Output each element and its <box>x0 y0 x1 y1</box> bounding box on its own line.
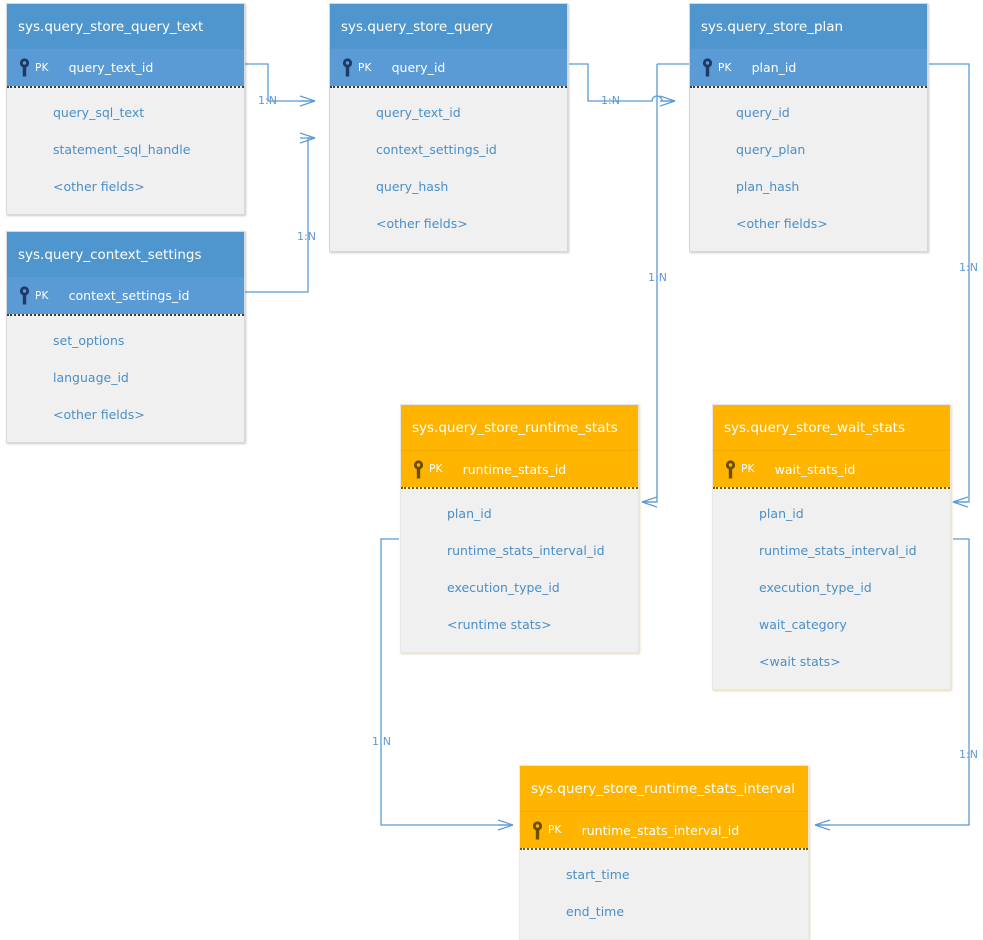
cardinality-label: 1:N <box>959 748 978 761</box>
pk-field-name: plan_id <box>751 60 797 75</box>
pk-label: PK <box>741 463 755 475</box>
field-row: set_options <box>53 333 125 348</box>
relationship-context-settings-to-query <box>245 138 315 293</box>
field-row: language_id <box>53 370 129 385</box>
entity-title: sys.query_context_settings <box>7 232 244 277</box>
field-row: query_sql_text <box>53 105 145 120</box>
entity-query-store-query-text[interactable]: sys.query_store_query_text PK query_text… <box>6 3 245 215</box>
field-row: query_text_id <box>376 105 461 120</box>
relationship-interval-to-runtime-stats <box>380 538 513 825</box>
pk-field-name: runtime_stats_interval_id <box>581 822 740 838</box>
field-row: <other fields> <box>53 179 145 194</box>
pk-field-name: runtime_stats_id <box>462 461 567 477</box>
pk-field-name: query_text_id <box>68 60 154 75</box>
field-row: <other fields> <box>376 216 468 231</box>
entity-title: sys.query_store_runtime_stats_interval <box>520 766 808 811</box>
entity-query-store-runtime-stats[interactable]: sys.query_store_runtime_stats PK runtime… <box>400 404 639 653</box>
key-icon <box>19 286 30 305</box>
cardinality-label: 1:N <box>258 94 277 107</box>
field-row: query_id <box>736 105 790 120</box>
cardinality-label: 1:N <box>959 261 978 274</box>
cardinality-label: 1:N <box>297 230 316 243</box>
entity-primary-key-row[interactable]: PK runtime_stats_id <box>401 450 638 487</box>
key-icon <box>19 58 30 77</box>
entity-title: sys.query_store_wait_stats <box>713 405 950 450</box>
key-icon <box>725 459 736 478</box>
field-row: execution_type_id <box>447 580 560 595</box>
entity-field-list: query_text_id context_settings_id query_… <box>330 86 567 251</box>
pk-label: PK <box>429 463 443 475</box>
pk-field-name: wait_stats_id <box>774 461 856 477</box>
pk-label: PK <box>548 824 562 836</box>
entity-field-list: query_sql_text statement_sql_handle <oth… <box>7 86 244 214</box>
relationship-query-text-to-query <box>245 63 315 101</box>
cardinality-label: 1:N <box>648 271 667 284</box>
entity-query-store-query[interactable]: sys.query_store_query PK query_id query_… <box>329 3 568 252</box>
field-row: <other fields> <box>53 407 145 422</box>
field-row: wait_category <box>759 617 847 632</box>
entity-title: sys.query_store_runtime_stats <box>401 405 638 450</box>
field-row: plan_id <box>759 506 804 521</box>
entity-field-list: query_id query_plan plan_hash <other fie… <box>690 86 927 251</box>
relationship-plan-to-wait-stats <box>929 63 970 502</box>
field-row: <runtime stats> <box>447 617 552 632</box>
key-icon <box>342 58 353 77</box>
entity-primary-key-row[interactable]: PK runtime_stats_interval_id <box>520 811 808 848</box>
entity-primary-key-row[interactable]: PK query_id <box>330 49 567 86</box>
field-row: query_plan <box>736 142 806 157</box>
key-icon <box>532 820 543 839</box>
relationship-plan-to-runtime-stats <box>642 64 658 502</box>
field-row: plan_hash <box>736 179 800 194</box>
field-row: end_time <box>566 904 625 919</box>
entity-title: sys.query_store_plan <box>690 4 927 49</box>
field-row: start_time <box>566 867 630 882</box>
field-row: <other fields> <box>736 216 828 231</box>
relationship-interval-to-wait-stats <box>815 538 970 825</box>
entity-title: sys.query_store_query <box>330 4 567 49</box>
pk-label: PK <box>358 61 372 74</box>
entity-query-context-settings[interactable]: sys.query_context_settings PK context_se… <box>6 231 245 443</box>
relationship-query-to-plan <box>569 63 675 101</box>
field-row: query_hash <box>376 179 449 194</box>
field-row: plan_id <box>447 506 492 521</box>
field-row: runtime_stats_interval_id <box>759 543 917 558</box>
entity-field-list: plan_id runtime_stats_interval_id execut… <box>713 487 950 689</box>
key-icon <box>413 459 424 478</box>
pk-label: PK <box>35 61 49 74</box>
pk-label: PK <box>35 289 49 302</box>
key-icon <box>702 58 713 77</box>
pk-label: PK <box>718 61 732 74</box>
entity-query-store-wait-stats[interactable]: sys.query_store_wait_stats PK wait_stats… <box>712 404 951 690</box>
field-row: context_settings_id <box>376 142 497 157</box>
entity-primary-key-row[interactable]: PK context_settings_id <box>7 277 244 314</box>
field-row: statement_sql_handle <box>53 142 191 157</box>
field-row: <wait stats> <box>759 654 841 669</box>
cardinality-label: 1:N <box>601 94 620 107</box>
field-row: execution_type_id <box>759 580 872 595</box>
entity-field-list: set_options language_id <other fields> <box>7 314 244 442</box>
entity-field-list: plan_id runtime_stats_interval_id execut… <box>401 487 638 652</box>
field-row: runtime_stats_interval_id <box>447 543 605 558</box>
entity-title: sys.query_store_query_text <box>7 4 244 49</box>
cardinality-label: 1:N <box>372 735 391 748</box>
entity-primary-key-row[interactable]: PK plan_id <box>690 49 927 86</box>
pk-field-name: context_settings_id <box>68 288 190 303</box>
entity-field-list: start_time end_time <box>520 848 808 939</box>
entity-primary-key-row[interactable]: PK query_text_id <box>7 49 244 86</box>
entity-query-store-plan[interactable]: sys.query_store_plan PK plan_id query_id… <box>689 3 928 252</box>
pk-field-name: query_id <box>391 60 446 75</box>
entity-query-store-runtime-stats-interval[interactable]: sys.query_store_runtime_stats_interval P… <box>519 765 809 940</box>
entity-primary-key-row[interactable]: PK wait_stats_id <box>713 450 950 487</box>
